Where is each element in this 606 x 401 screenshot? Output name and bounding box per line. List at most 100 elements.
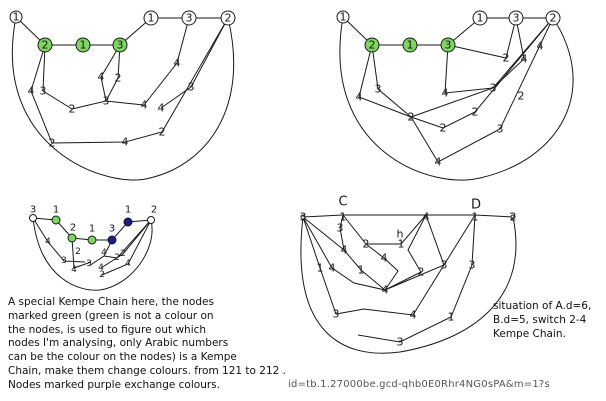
node-2: [147, 216, 155, 224]
vertex-label: 3: [375, 83, 382, 96]
node-2: [510, 214, 516, 220]
node-label: 1: [80, 39, 87, 52]
vertex-label: 2: [472, 106, 479, 119]
vertex-label: 2: [99, 270, 105, 280]
vertex-label: 2: [49, 137, 56, 150]
vertex-label: 3: [40, 85, 47, 98]
vertex-label: 2: [159, 126, 166, 139]
node-label: 2: [510, 211, 517, 224]
node-label: 3: [117, 39, 124, 52]
vertex-label: 2: [440, 122, 447, 135]
node-3: [29, 214, 37, 222]
node-1: [9, 10, 23, 24]
vertex-label: 3: [86, 259, 92, 269]
node-label: 1: [148, 12, 155, 25]
vertex-label: 4: [442, 87, 449, 100]
vertex-label: 1: [398, 238, 405, 251]
vertex-label: 3: [188, 81, 195, 94]
vertex-label: 4: [341, 244, 348, 257]
vertex-label: 4: [141, 99, 148, 112]
node-label: 1: [477, 12, 484, 25]
node-green-2: [67, 233, 77, 243]
node-green-2: [37, 37, 53, 53]
letter-c: C: [338, 195, 347, 210]
node-3: [508, 10, 524, 26]
node-label: 3: [30, 205, 36, 216]
vertex-label: 2: [75, 247, 81, 257]
vertex-label: 2: [120, 249, 126, 259]
vertex-label: 1: [317, 262, 324, 275]
node-label: 1: [89, 224, 95, 235]
vertex-label: 1: [448, 311, 455, 324]
vertex-label: 3: [490, 82, 497, 95]
vertex-label: 3: [103, 95, 110, 108]
node-1: [336, 10, 350, 24]
diagram-top-right: 1 2 1 3 1 3 2 4 3 2 4 3 2 2 4 2 3 4 2 4: [336, 10, 574, 181]
node-green-1: [75, 37, 91, 53]
node-label: 1: [340, 211, 347, 224]
vertex-label: 4: [381, 252, 388, 265]
vertex-label: 4: [521, 53, 528, 66]
node-label: 2: [70, 223, 76, 234]
node-green-2: [364, 37, 380, 53]
vertex-label: 1: [358, 264, 365, 277]
vertex-label: 3: [61, 256, 67, 266]
node-label: 1: [472, 211, 479, 224]
vertex-label: 2: [418, 266, 425, 279]
node-3: [300, 214, 306, 220]
vertex-label: 4: [101, 248, 107, 258]
node-label: 3: [513, 12, 520, 25]
node-label: 3: [186, 12, 193, 25]
node-green-3: [112, 37, 128, 53]
vertex-label: 4: [537, 40, 544, 53]
vertex-label: 4: [329, 262, 336, 275]
vertex-label: 2: [114, 253, 120, 263]
node-2: [220, 10, 236, 26]
vertex-label: 4: [98, 71, 105, 84]
caption-situation: situation of A.d=6, B.d=5, switch 2-4 Ke…: [493, 300, 592, 340]
vertex-label: 4: [71, 265, 77, 275]
node-label: 1: [13, 11, 20, 24]
vertex-label: 4: [174, 57, 181, 70]
vertex-label: 3: [497, 123, 504, 136]
node-label: 2: [42, 39, 49, 52]
node-label: 4: [423, 211, 430, 224]
node-label: 1: [407, 39, 414, 52]
vertex-label: 4: [122, 136, 129, 149]
vertex-label: 4: [356, 91, 363, 104]
node-label: 3: [300, 211, 307, 224]
node-3: [181, 10, 197, 26]
vertex-label: 3: [441, 259, 448, 272]
vertex-label: 3: [397, 336, 404, 349]
vertex-label: 2: [503, 52, 510, 65]
diagram-top-left: 1 2 1 3 1 3 2 4 2 3 4 2 4 3 2 3 4 2 4 4: [9, 10, 236, 181]
node-label: 3: [109, 224, 115, 235]
vertex-label: 3: [469, 259, 476, 272]
node-green-1: [51, 215, 61, 225]
node-purple-3: [107, 235, 117, 245]
letter-h: h: [397, 228, 404, 241]
node-green-3: [440, 37, 456, 53]
letter-d: D: [471, 198, 481, 213]
vertex-label: 4: [125, 259, 131, 269]
vertex-label: 4: [45, 237, 51, 247]
vertex-label: 3: [337, 222, 344, 235]
vertex-label: 3: [333, 308, 340, 321]
vertex-label: 2: [408, 111, 415, 124]
node-label: 1: [340, 11, 347, 24]
node-2: [545, 10, 561, 26]
vertex-label: 4: [435, 156, 442, 169]
vertex-label: 4: [382, 284, 389, 297]
node-label: 1: [125, 205, 131, 216]
node-1: [472, 10, 488, 26]
vertex-label: 4: [28, 85, 35, 98]
node-label: 1: [53, 205, 59, 216]
vertex-label: 4: [158, 102, 165, 115]
vertex-label: 4: [98, 263, 104, 273]
caption-kempe-chain-explanation: A special Kempe Chain here, the nodes ma…: [8, 296, 287, 391]
vertex-label: 2: [363, 238, 370, 251]
vertex-label: 2: [69, 103, 76, 116]
node-label: 2: [550, 12, 557, 25]
node-green-1: [402, 37, 418, 53]
